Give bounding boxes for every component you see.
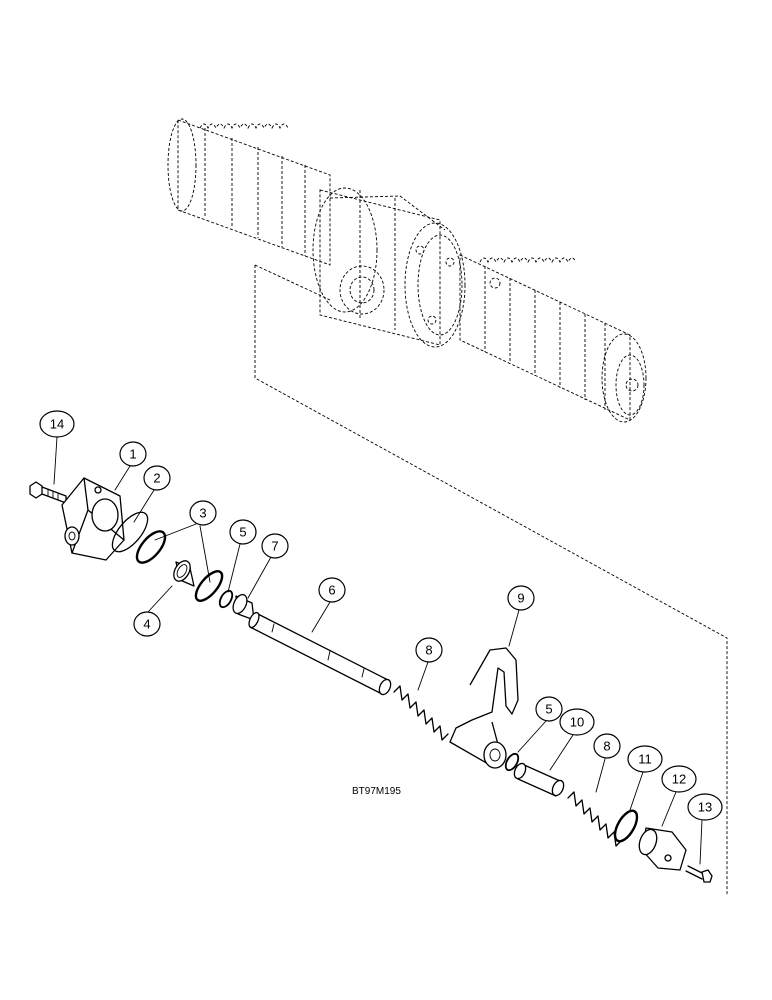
callout-8-upper: 8 [415, 637, 443, 663]
callout-6-label: 6 [328, 583, 335, 598]
part-bushing-4 [173, 560, 195, 587]
callout-7: 7 [261, 533, 289, 559]
callout-11: 11 [627, 745, 663, 773]
callout-13: 13 [687, 793, 723, 821]
callout-10: 10 [559, 708, 595, 736]
callout-1-label: 1 [129, 447, 136, 462]
callout-8-upper-label: 8 [425, 643, 432, 658]
part-cover-1 [61, 477, 125, 561]
transmission-assembly-phantom [167, 118, 647, 423]
callout-2: 2 [143, 465, 171, 491]
part-spacer-10 [513, 762, 565, 797]
part-spring-8b [567, 791, 623, 847]
part-snapring-5b [504, 752, 520, 772]
callout-5-left: 5 [229, 519, 257, 545]
callout-13-label: 13 [698, 800, 712, 815]
figure-code: BT97M195 [352, 786, 401, 797]
callout-8-lower-label: 8 [603, 739, 610, 754]
part-bolt-13 [685, 865, 713, 883]
callout-7-label: 7 [271, 539, 278, 554]
callout-9: 9 [507, 585, 535, 611]
leader-lines [53, 436, 703, 865]
callout-3-label: 3 [199, 506, 206, 521]
part-shaft-6 [248, 611, 392, 696]
callout-10-label: 10 [570, 715, 584, 730]
part-oring-11 [613, 809, 639, 843]
callout-5-right: 5 [535, 696, 563, 722]
callout-5-left-label: 5 [239, 525, 246, 540]
part-spring-8a [393, 685, 449, 741]
part-oring-3a [135, 530, 167, 564]
callout-6: 6 [318, 577, 346, 603]
part-ring-2 [111, 511, 149, 553]
part-plug-12 [638, 827, 687, 871]
callout-12: 12 [661, 765, 697, 793]
callout-5-right-label: 5 [545, 702, 552, 717]
callout-3: 3 [189, 500, 217, 526]
callout-14: 14 [39, 410, 75, 438]
mounting-reference-lines [254, 264, 728, 895]
callout-9-label: 9 [517, 591, 524, 606]
part-oring-3b [194, 570, 224, 602]
callout-1: 1 [119, 441, 147, 467]
part-fork-9 [449, 647, 519, 769]
callout-2-label: 2 [153, 471, 160, 486]
callout-14-label: 14 [50, 417, 64, 432]
callout-12-label: 12 [672, 772, 686, 787]
part-snapring-5a [218, 589, 234, 609]
callout-4-label: 4 [143, 617, 150, 632]
part-bolt-14 [29, 481, 67, 504]
callout-4: 4 [133, 611, 161, 637]
callout-11-label: 11 [638, 752, 652, 767]
callout-8-lower: 8 [593, 733, 621, 759]
part-sleeve-7 [232, 593, 255, 621]
